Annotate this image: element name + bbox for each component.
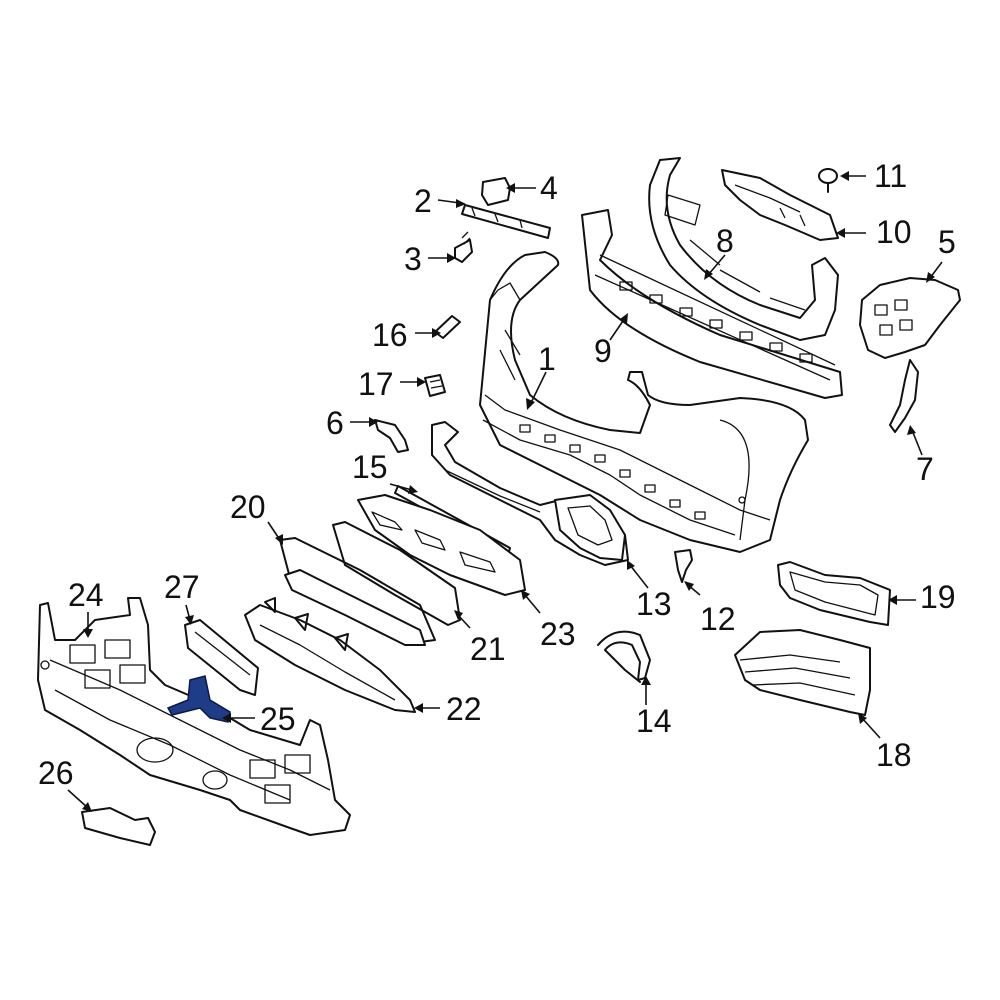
- callout-5: 5: [938, 224, 956, 260]
- side-trim-strip: [889, 359, 919, 433]
- wire-harness-loop: [597, 630, 651, 683]
- right-side-bracket: [859, 277, 961, 359]
- callout-27: 27: [164, 569, 200, 605]
- callout-19: 19: [920, 579, 956, 615]
- callout-26: 26: [38, 755, 74, 791]
- callout-24: 24: [68, 577, 104, 613]
- callout-15: 15: [352, 449, 388, 485]
- lower-valance: [244, 597, 416, 713]
- callout-10: 10: [876, 214, 912, 250]
- license-plate-bracket: [184, 619, 259, 696]
- upper-trim-strip: [461, 204, 551, 239]
- callout-14: 14: [636, 703, 672, 739]
- impact-absorber: [581, 209, 843, 399]
- callout-16: 16: [372, 317, 408, 353]
- lower-mesh-grille: [332, 521, 461, 626]
- bumper-cover: [479, 251, 809, 553]
- callout-22: 22: [446, 691, 482, 727]
- callout-25: 25: [260, 701, 296, 737]
- small-bracket: [674, 549, 693, 583]
- sensor-bracket: [374, 419, 409, 453]
- fog-lamp-frame: [777, 561, 891, 626]
- side-bracket: [721, 169, 839, 241]
- sensor: [434, 315, 461, 339]
- callout-9: 9: [594, 333, 612, 369]
- center-grille: [279, 537, 436, 646]
- callout-2: 2: [414, 183, 432, 219]
- callout-18: 18: [876, 737, 912, 773]
- callout-12: 12: [700, 601, 736, 637]
- callout-4: 4: [540, 170, 558, 206]
- upper-support-bracket: [648, 157, 839, 341]
- mounting-bracket: [81, 807, 156, 846]
- bumper-carrier: [37, 597, 351, 836]
- callout-13: 13: [636, 586, 672, 622]
- lower-spoiler: [357, 494, 526, 596]
- callout-8: 8: [716, 223, 734, 259]
- callout-21: 21: [470, 631, 506, 667]
- callout-17: 17: [358, 366, 394, 402]
- callout-labels: 1 2 3 4 5 6 7 8 9 10 11 12 13 14 15 16 1…: [38, 158, 956, 791]
- tow-hook-cap: [424, 374, 446, 397]
- callout-1: 1: [538, 341, 556, 377]
- callout-11: 11: [874, 158, 907, 194]
- leader-lines: [67, 171, 943, 812]
- highlighted-bracket: [166, 675, 231, 723]
- push-fastener: [818, 168, 838, 193]
- callout-6: 6: [326, 405, 344, 441]
- callout-23: 23: [540, 616, 576, 652]
- callout-20: 20: [230, 489, 266, 525]
- callout-7: 7: [916, 451, 934, 487]
- side-grille: [734, 629, 871, 716]
- callout-3: 3: [404, 241, 422, 277]
- screw: [454, 231, 473, 263]
- fog-lamp-surround: [554, 494, 626, 561]
- mounting-clip: [481, 177, 511, 206]
